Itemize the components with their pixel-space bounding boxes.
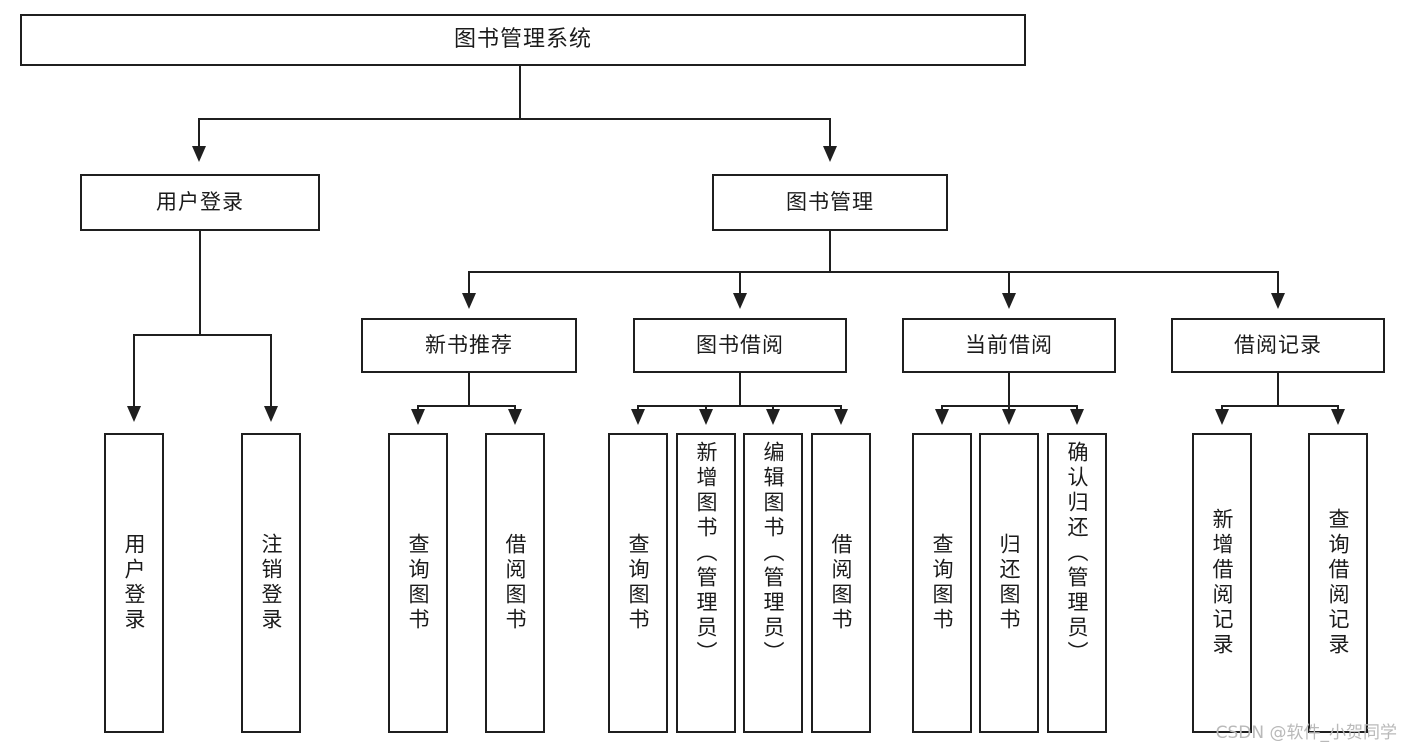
leaf-bb-edit-book-admin[interactable]: 编辑图书（管理员）	[743, 433, 803, 733]
arrow-to-nb-query	[411, 409, 425, 425]
connector-new-book-stem	[468, 373, 470, 407]
arrow-to-br-query	[1331, 409, 1345, 425]
connector-drop-br-add	[1221, 405, 1223, 411]
arrow-to-bb-borrow	[834, 409, 848, 425]
connector-drop-borrow-record	[1277, 271, 1279, 295]
connector-root-stem	[519, 66, 521, 119]
connector-drop-new-book	[468, 271, 470, 295]
connector-drop-bb-borrow	[840, 405, 842, 411]
leaf-bb-add-book-admin[interactable]: 新增图书（管理员）	[676, 433, 736, 733]
arrow-to-user-login	[192, 146, 206, 162]
leaf-cb-confirm-return-admin[interactable]: 确认归还（管理员）	[1047, 433, 1107, 733]
leaf-cb-query-book[interactable]: 查询图书	[912, 433, 972, 733]
arrow-to-new-book	[462, 293, 476, 309]
leaf-bb-borrow-book[interactable]: 借阅图书	[811, 433, 871, 733]
connector-drop-cb-confirm	[1076, 405, 1078, 411]
node-label: 图书管理系统	[453, 27, 592, 52]
node-label: 查询借阅记录	[1326, 508, 1351, 658]
connector-user-login-stem	[199, 231, 201, 336]
connector-book-borrow-bus	[637, 405, 841, 407]
arrow-to-borrow-record	[1271, 293, 1285, 309]
node-label: 查询图书	[930, 533, 955, 633]
connector-drop-leaf-logout	[270, 334, 272, 408]
arrow-to-borrow-book	[733, 293, 747, 309]
node-label: 用户登录	[156, 190, 244, 214]
connector-drop-bb-add	[705, 405, 707, 411]
node-book-management[interactable]: 图书管理	[712, 174, 948, 231]
connector-drop-bb-query	[637, 405, 639, 411]
connector-drop-user-login	[198, 118, 200, 148]
connector-drop-nb-query	[417, 405, 419, 411]
arrow-to-leaf-user-login	[127, 406, 141, 422]
connector-drop-cb-query	[941, 405, 943, 411]
node-current-borrow[interactable]: 当前借阅	[902, 318, 1116, 373]
leaf-br-query-record[interactable]: 查询借阅记录	[1308, 433, 1368, 733]
arrow-to-cb-query	[935, 409, 949, 425]
connector-drop-leaf-user-login	[133, 334, 135, 408]
leaf-nb-query-book[interactable]: 查询图书	[388, 433, 448, 733]
connector-borrow-record-bus	[1221, 405, 1338, 407]
node-label: 借阅图书	[503, 533, 528, 633]
connector-drop-cb-return	[1008, 405, 1010, 411]
node-label: 图书管理	[786, 190, 874, 214]
leaf-br-add-record[interactable]: 新增借阅记录	[1192, 433, 1252, 733]
node-label: 归还图书	[997, 533, 1022, 633]
node-borrow-record[interactable]: 借阅记录	[1171, 318, 1385, 373]
arrow-to-current-borrow	[1002, 293, 1016, 309]
node-label: 注销登录	[259, 533, 284, 633]
leaf-bb-query-book[interactable]: 查询图书	[608, 433, 668, 733]
node-label: 新增图书（管理员）	[694, 441, 719, 666]
connector-new-book-bus	[417, 405, 516, 407]
node-label: 编辑图书（管理员）	[761, 441, 786, 666]
arrow-to-bb-edit	[766, 409, 780, 425]
connector-drop-current-borrow	[1008, 271, 1010, 295]
node-label: 当前借阅	[965, 333, 1053, 357]
node-label: 确认归还（管理员）	[1065, 441, 1090, 666]
node-book-borrow[interactable]: 图书借阅	[633, 318, 847, 373]
arrow-to-bb-query	[631, 409, 645, 425]
connector-book-mgmt-stem	[829, 231, 831, 273]
connector-current-borrow-stem	[1008, 373, 1010, 407]
node-label: 用户登录	[122, 533, 147, 633]
connector-book-borrow-stem	[739, 373, 741, 407]
connector-drop-br-query	[1337, 405, 1339, 411]
connector-drop-nb-borrow	[514, 405, 516, 411]
arrow-to-cb-return	[1002, 409, 1016, 425]
arrow-to-br-add	[1215, 409, 1229, 425]
arrow-to-bb-add	[699, 409, 713, 425]
node-new-book-recommend[interactable]: 新书推荐	[361, 318, 577, 373]
node-label: 新书推荐	[425, 333, 513, 357]
connector-drop-borrow-book	[739, 271, 741, 295]
connector-drop-bb-edit	[772, 405, 774, 411]
connector-root-bus	[198, 118, 831, 120]
watermark: CSDN @软件_小贺同学	[1215, 723, 1397, 743]
connector-user-login-bus	[133, 334, 271, 336]
node-label: 查询图书	[626, 533, 651, 633]
connector-book-mgmt-bus	[468, 271, 1279, 273]
arrow-to-book-mgmt	[823, 146, 837, 162]
node-label: 查询图书	[406, 533, 431, 633]
leaf-nb-borrow-book[interactable]: 借阅图书	[485, 433, 545, 733]
connector-drop-book-mgmt	[829, 118, 831, 148]
node-label: 新增借阅记录	[1210, 508, 1235, 658]
leaf-cb-return-book[interactable]: 归还图书	[979, 433, 1039, 733]
connector-borrow-record-stem	[1277, 373, 1279, 407]
node-root-system[interactable]: 图书管理系统	[20, 14, 1026, 66]
node-label: 图书借阅	[696, 333, 784, 357]
arrow-to-nb-borrow	[508, 409, 522, 425]
leaf-logout[interactable]: 注销登录	[241, 433, 301, 733]
arrow-to-leaf-logout	[264, 406, 278, 422]
node-label: 借阅图书	[829, 533, 854, 633]
node-label: 借阅记录	[1234, 333, 1322, 357]
node-user-login[interactable]: 用户登录	[80, 174, 320, 231]
arrow-to-cb-confirm	[1070, 409, 1084, 425]
leaf-user-login[interactable]: 用户登录	[104, 433, 164, 733]
